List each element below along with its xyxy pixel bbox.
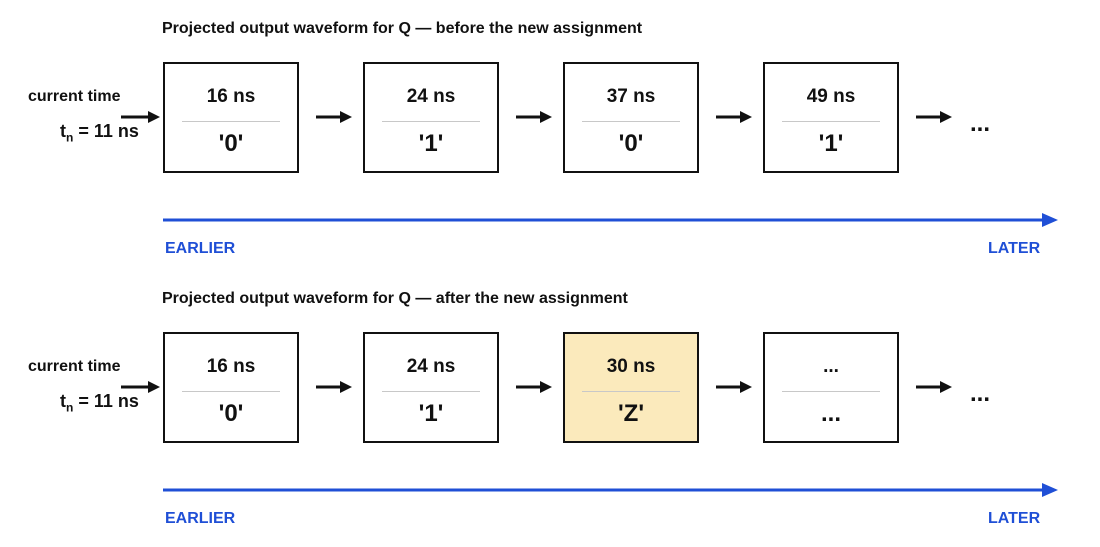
transaction-box: 24 ns '1' — [363, 332, 499, 443]
box-divider — [382, 121, 480, 122]
current-time-label: current time — [28, 88, 121, 105]
transaction-value: '1' — [418, 130, 444, 157]
later-label: LATER — [988, 240, 1041, 257]
transaction-value: 'Z' — [617, 400, 645, 427]
later-label: LATER — [988, 510, 1041, 527]
link-arrow-head — [740, 381, 752, 393]
transaction-value: '0' — [218, 400, 244, 427]
transaction-box: 49 ns '1' — [763, 62, 899, 173]
transaction-box: 16 ns '0' — [163, 62, 299, 173]
link-arrow-head — [940, 381, 952, 393]
box-divider — [582, 391, 680, 392]
link-arrow-head — [540, 111, 552, 123]
transaction-box: 37 ns '0' — [563, 62, 699, 173]
link-arrow-head — [340, 381, 352, 393]
tn-label: tn = 11 ns — [60, 391, 139, 415]
current-time-arrow-head — [148, 111, 160, 123]
transaction-box: 16 ns '0' — [163, 332, 299, 443]
transaction-box-highlighted: 30 ns 'Z' — [563, 332, 699, 443]
continuation-ellipsis: ... — [970, 380, 991, 407]
box-divider — [182, 121, 280, 122]
transaction-time: ... — [823, 356, 839, 377]
transaction-time: 37 ns — [606, 86, 656, 107]
current-time-label: current time — [28, 358, 121, 375]
timeline-arrow-head — [1042, 213, 1058, 227]
earlier-label: EARLIER — [165, 240, 236, 257]
box-divider — [382, 391, 480, 392]
arrows-layer — [121, 381, 1058, 497]
transaction-value: '0' — [218, 130, 244, 157]
link-arrow-head — [740, 111, 752, 123]
link-arrow-head — [940, 111, 952, 123]
box-divider — [582, 121, 680, 122]
arrows-layer — [121, 111, 1058, 227]
transaction-time: 24 ns — [406, 86, 456, 107]
transaction-time: 30 ns — [606, 356, 656, 377]
transaction-time: 16 ns — [206, 86, 256, 107]
panel-after: Projected output waveform for Q — after … — [0, 270, 1100, 540]
current-time-arrow-head — [148, 381, 160, 393]
transaction-value: ... — [820, 400, 841, 427]
link-arrow-head — [340, 111, 352, 123]
transaction-value: '0' — [618, 130, 644, 157]
box-divider — [782, 391, 880, 392]
transaction-box: 24 ns '1' — [363, 62, 499, 173]
box-divider — [182, 391, 280, 392]
timeline-arrow-head — [1042, 483, 1058, 497]
transaction-value: '1' — [818, 130, 844, 157]
tn-label: tn = 11 ns — [60, 121, 139, 145]
earlier-label: EARLIER — [165, 510, 236, 527]
box-divider — [782, 121, 880, 122]
link-arrow-head — [540, 381, 552, 393]
panel-before: Projected output waveform for Q — before… — [0, 0, 1100, 270]
transaction-time: 24 ns — [406, 356, 456, 377]
transaction-time: 16 ns — [206, 356, 256, 377]
continuation-ellipsis: ... — [970, 110, 991, 137]
transaction-time: 49 ns — [806, 86, 856, 107]
transaction-value: '1' — [418, 400, 444, 427]
panel-title: Projected output waveform for Q — after … — [162, 290, 628, 307]
transaction-box: ... ... — [763, 332, 899, 443]
panel-title: Projected output waveform for Q — before… — [162, 20, 643, 37]
